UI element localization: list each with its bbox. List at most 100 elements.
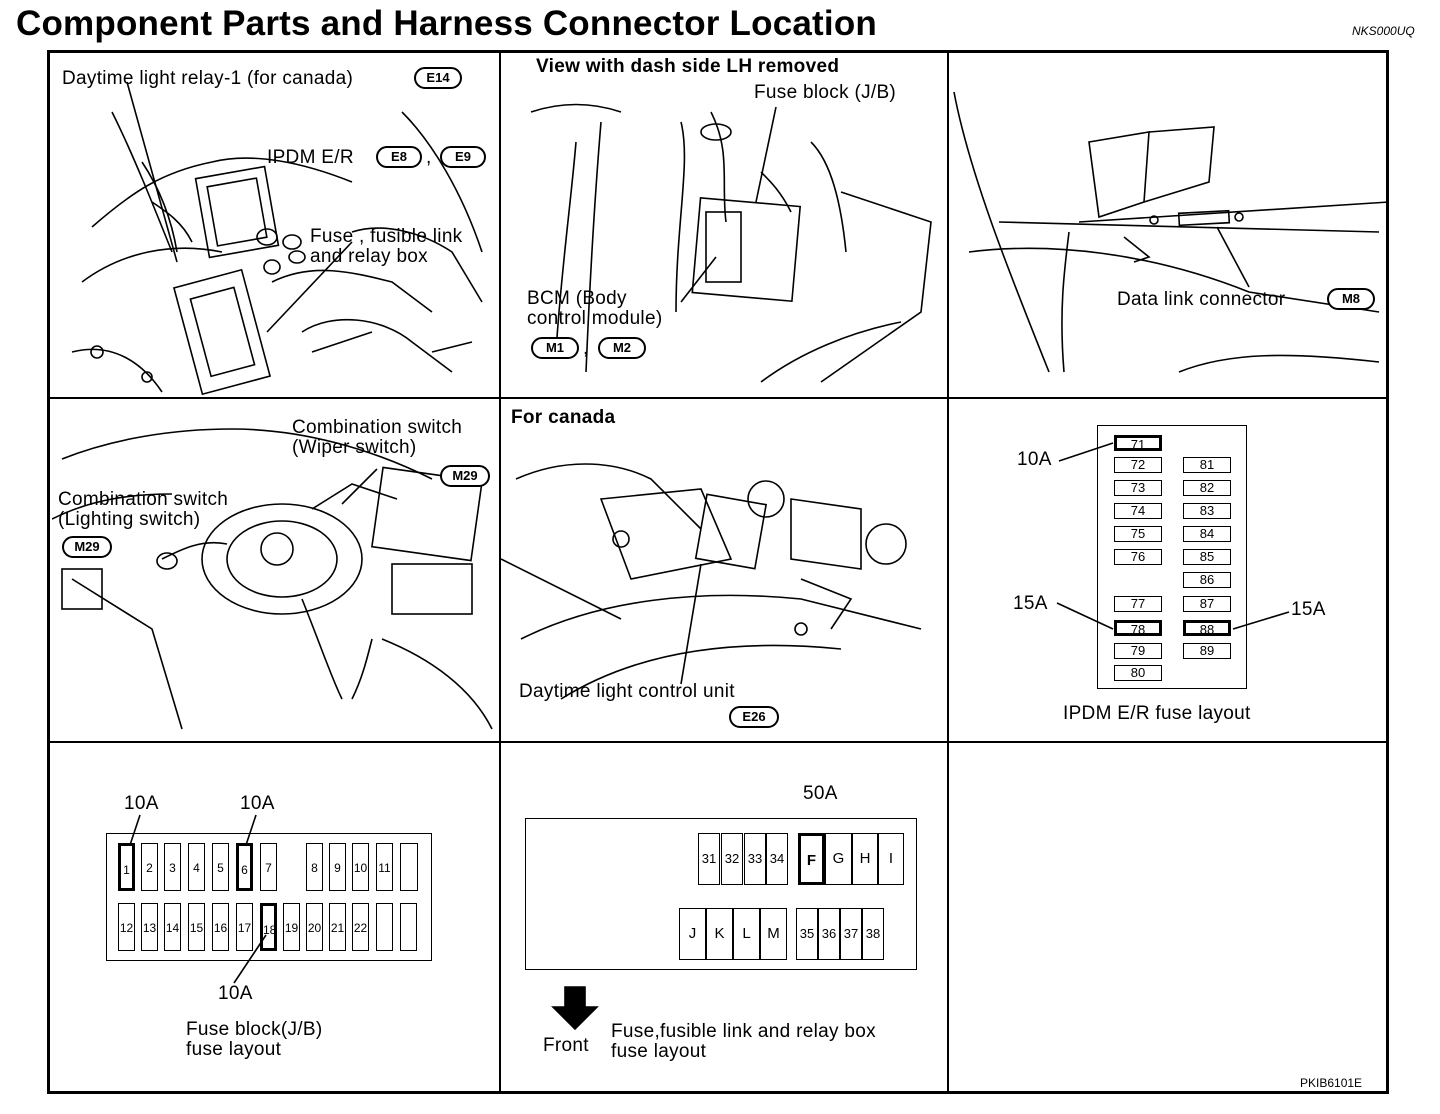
relay-cell-L: L bbox=[733, 908, 760, 960]
relay-cell-K: K bbox=[706, 908, 733, 960]
panel-empty bbox=[949, 743, 1387, 1091]
fuse-75: 75 bbox=[1114, 526, 1162, 542]
fuse-3: 3 bbox=[164, 843, 181, 891]
amp-label-71: 10A bbox=[1017, 449, 1052, 470]
fuse-spare bbox=[376, 903, 393, 951]
amp-label-1: 10A bbox=[124, 793, 159, 814]
amp-label-F: 50A bbox=[803, 783, 838, 804]
fuse-1: 1 bbox=[118, 843, 135, 891]
panel-daytime-light-unit: For canada Daytime light control unit E2… bbox=[501, 399, 947, 740]
fuse-17: 17 bbox=[236, 903, 253, 951]
relay-cell-I: I bbox=[878, 833, 904, 885]
fuse-11: 11 bbox=[376, 843, 393, 891]
fuse-85: 85 bbox=[1183, 549, 1231, 565]
front-arrow-icon bbox=[551, 986, 599, 1031]
fuse-84: 84 bbox=[1183, 526, 1231, 542]
under-dash-illustration bbox=[953, 91, 1387, 373]
fuse-88: 88 bbox=[1183, 620, 1231, 637]
jb-fuse-layout-title: Fuse block(J/B) bbox=[186, 1019, 323, 1040]
fuse-72: 72 bbox=[1114, 457, 1162, 473]
fuse-7: 7 bbox=[260, 843, 277, 891]
fuse-86: 86 bbox=[1183, 572, 1231, 588]
fuse-12: 12 bbox=[118, 903, 135, 951]
relay-box-layout-title: Fuse,fusible link and relay box bbox=[611, 1021, 876, 1042]
fuse-8: 8 bbox=[306, 843, 323, 891]
figure-code: PKIB6101E bbox=[1300, 1076, 1363, 1090]
page-title: Component Parts and Harness Connector Lo… bbox=[16, 4, 877, 43]
fuse-2: 2 bbox=[141, 843, 158, 891]
for-canada-label: For canada bbox=[511, 407, 616, 428]
relay-cell-33: 33 bbox=[744, 833, 766, 885]
relay-box-layout-title: fuse layout bbox=[611, 1041, 707, 1062]
grid-divider bbox=[947, 52, 949, 1092]
fuse-83: 83 bbox=[1183, 503, 1231, 519]
relay-cell-31: 31 bbox=[698, 833, 720, 885]
connector-E26: E26 bbox=[729, 706, 779, 728]
dash-side-illustration bbox=[530, 103, 932, 383]
fuse-89: 89 bbox=[1183, 643, 1231, 659]
connector-M29: M29 bbox=[62, 536, 112, 558]
fuse-77: 77 bbox=[1114, 596, 1162, 612]
lighting-switch-label: Combination switch bbox=[58, 489, 229, 510]
jb-fuse-layout-title: fuse layout bbox=[186, 1039, 282, 1060]
relay-cell-37: 37 bbox=[840, 908, 862, 960]
connector-M29: M29 bbox=[440, 465, 490, 487]
separator: , bbox=[426, 147, 432, 168]
callout-lines bbox=[1056, 442, 1290, 630]
bcm-label: control module) bbox=[527, 308, 663, 329]
jb-fuse-box bbox=[106, 833, 432, 961]
relay-cell-38: 38 bbox=[862, 908, 884, 960]
fuse-box-label: Fuse , fusible link bbox=[310, 226, 463, 247]
fuse-9: 9 bbox=[329, 843, 346, 891]
fuse-76: 76 bbox=[1114, 549, 1162, 565]
connector-M2: M2 bbox=[598, 337, 646, 359]
fuse-87: 87 bbox=[1183, 596, 1231, 612]
bcm-label: BCM (Body bbox=[527, 288, 627, 309]
connector-E8: E8 bbox=[376, 146, 422, 168]
relay-cell-M: M bbox=[760, 908, 787, 960]
relay-cell-34: 34 bbox=[766, 833, 788, 885]
connector-M1: M1 bbox=[531, 337, 579, 359]
fuse-82: 82 bbox=[1183, 480, 1231, 496]
wiper-switch-label: (Wiper switch) bbox=[292, 437, 417, 458]
grid-divider bbox=[50, 741, 1387, 743]
diagram-frame bbox=[47, 50, 1389, 1094]
dlc-label: Data link connector bbox=[1117, 289, 1286, 310]
fuse-16: 16 bbox=[212, 903, 229, 951]
amp-label-18: 10A bbox=[218, 983, 253, 1004]
fuse-6: 6 bbox=[236, 843, 253, 891]
engine-compartment-illustration bbox=[501, 463, 922, 700]
relay-box-outline bbox=[525, 818, 917, 970]
relay-cell-32: 32 bbox=[721, 833, 743, 885]
fuse-78: 78 bbox=[1114, 620, 1162, 637]
fuse-14: 14 bbox=[164, 903, 181, 951]
fuse-13: 13 bbox=[141, 903, 158, 951]
view-label: View with dash side LH removed bbox=[536, 56, 840, 77]
connector-M8: M8 bbox=[1327, 288, 1375, 310]
amp-label-6: 10A bbox=[240, 793, 275, 814]
wiper-switch-label: Combination switch bbox=[292, 417, 463, 438]
lighting-switch-label: (Lighting switch) bbox=[58, 509, 201, 530]
fuse-74: 74 bbox=[1114, 503, 1162, 519]
fuse-18: 18 bbox=[260, 903, 277, 951]
grid-divider bbox=[50, 397, 1387, 399]
engine-bay-illustration bbox=[71, 81, 483, 396]
document-code: NKS000UQ bbox=[1352, 24, 1415, 38]
fuse-4: 4 bbox=[188, 843, 205, 891]
fuse-21: 21 bbox=[329, 903, 346, 951]
amp-label-78: 15A bbox=[1013, 593, 1048, 614]
ipdm-label: IPDM E/R bbox=[267, 147, 354, 168]
grid-divider bbox=[499, 52, 501, 1092]
fuse-block-label: Fuse block (J/B) bbox=[754, 82, 897, 103]
relay-cell-36: 36 bbox=[818, 908, 840, 960]
panel-combination-switch: Combination switch (Wiper switch) M29 Co… bbox=[52, 399, 498, 740]
fuse-box-label: and relay box bbox=[310, 246, 428, 267]
amp-label-88: 15A bbox=[1291, 599, 1326, 620]
relay-cell-G: G bbox=[825, 833, 852, 885]
relay-label: Daytime light relay-1 (for canada) bbox=[62, 68, 354, 89]
connector-E9: E9 bbox=[440, 146, 486, 168]
steering-column-illustration bbox=[52, 428, 493, 730]
fuse-71: 71 bbox=[1114, 435, 1162, 452]
